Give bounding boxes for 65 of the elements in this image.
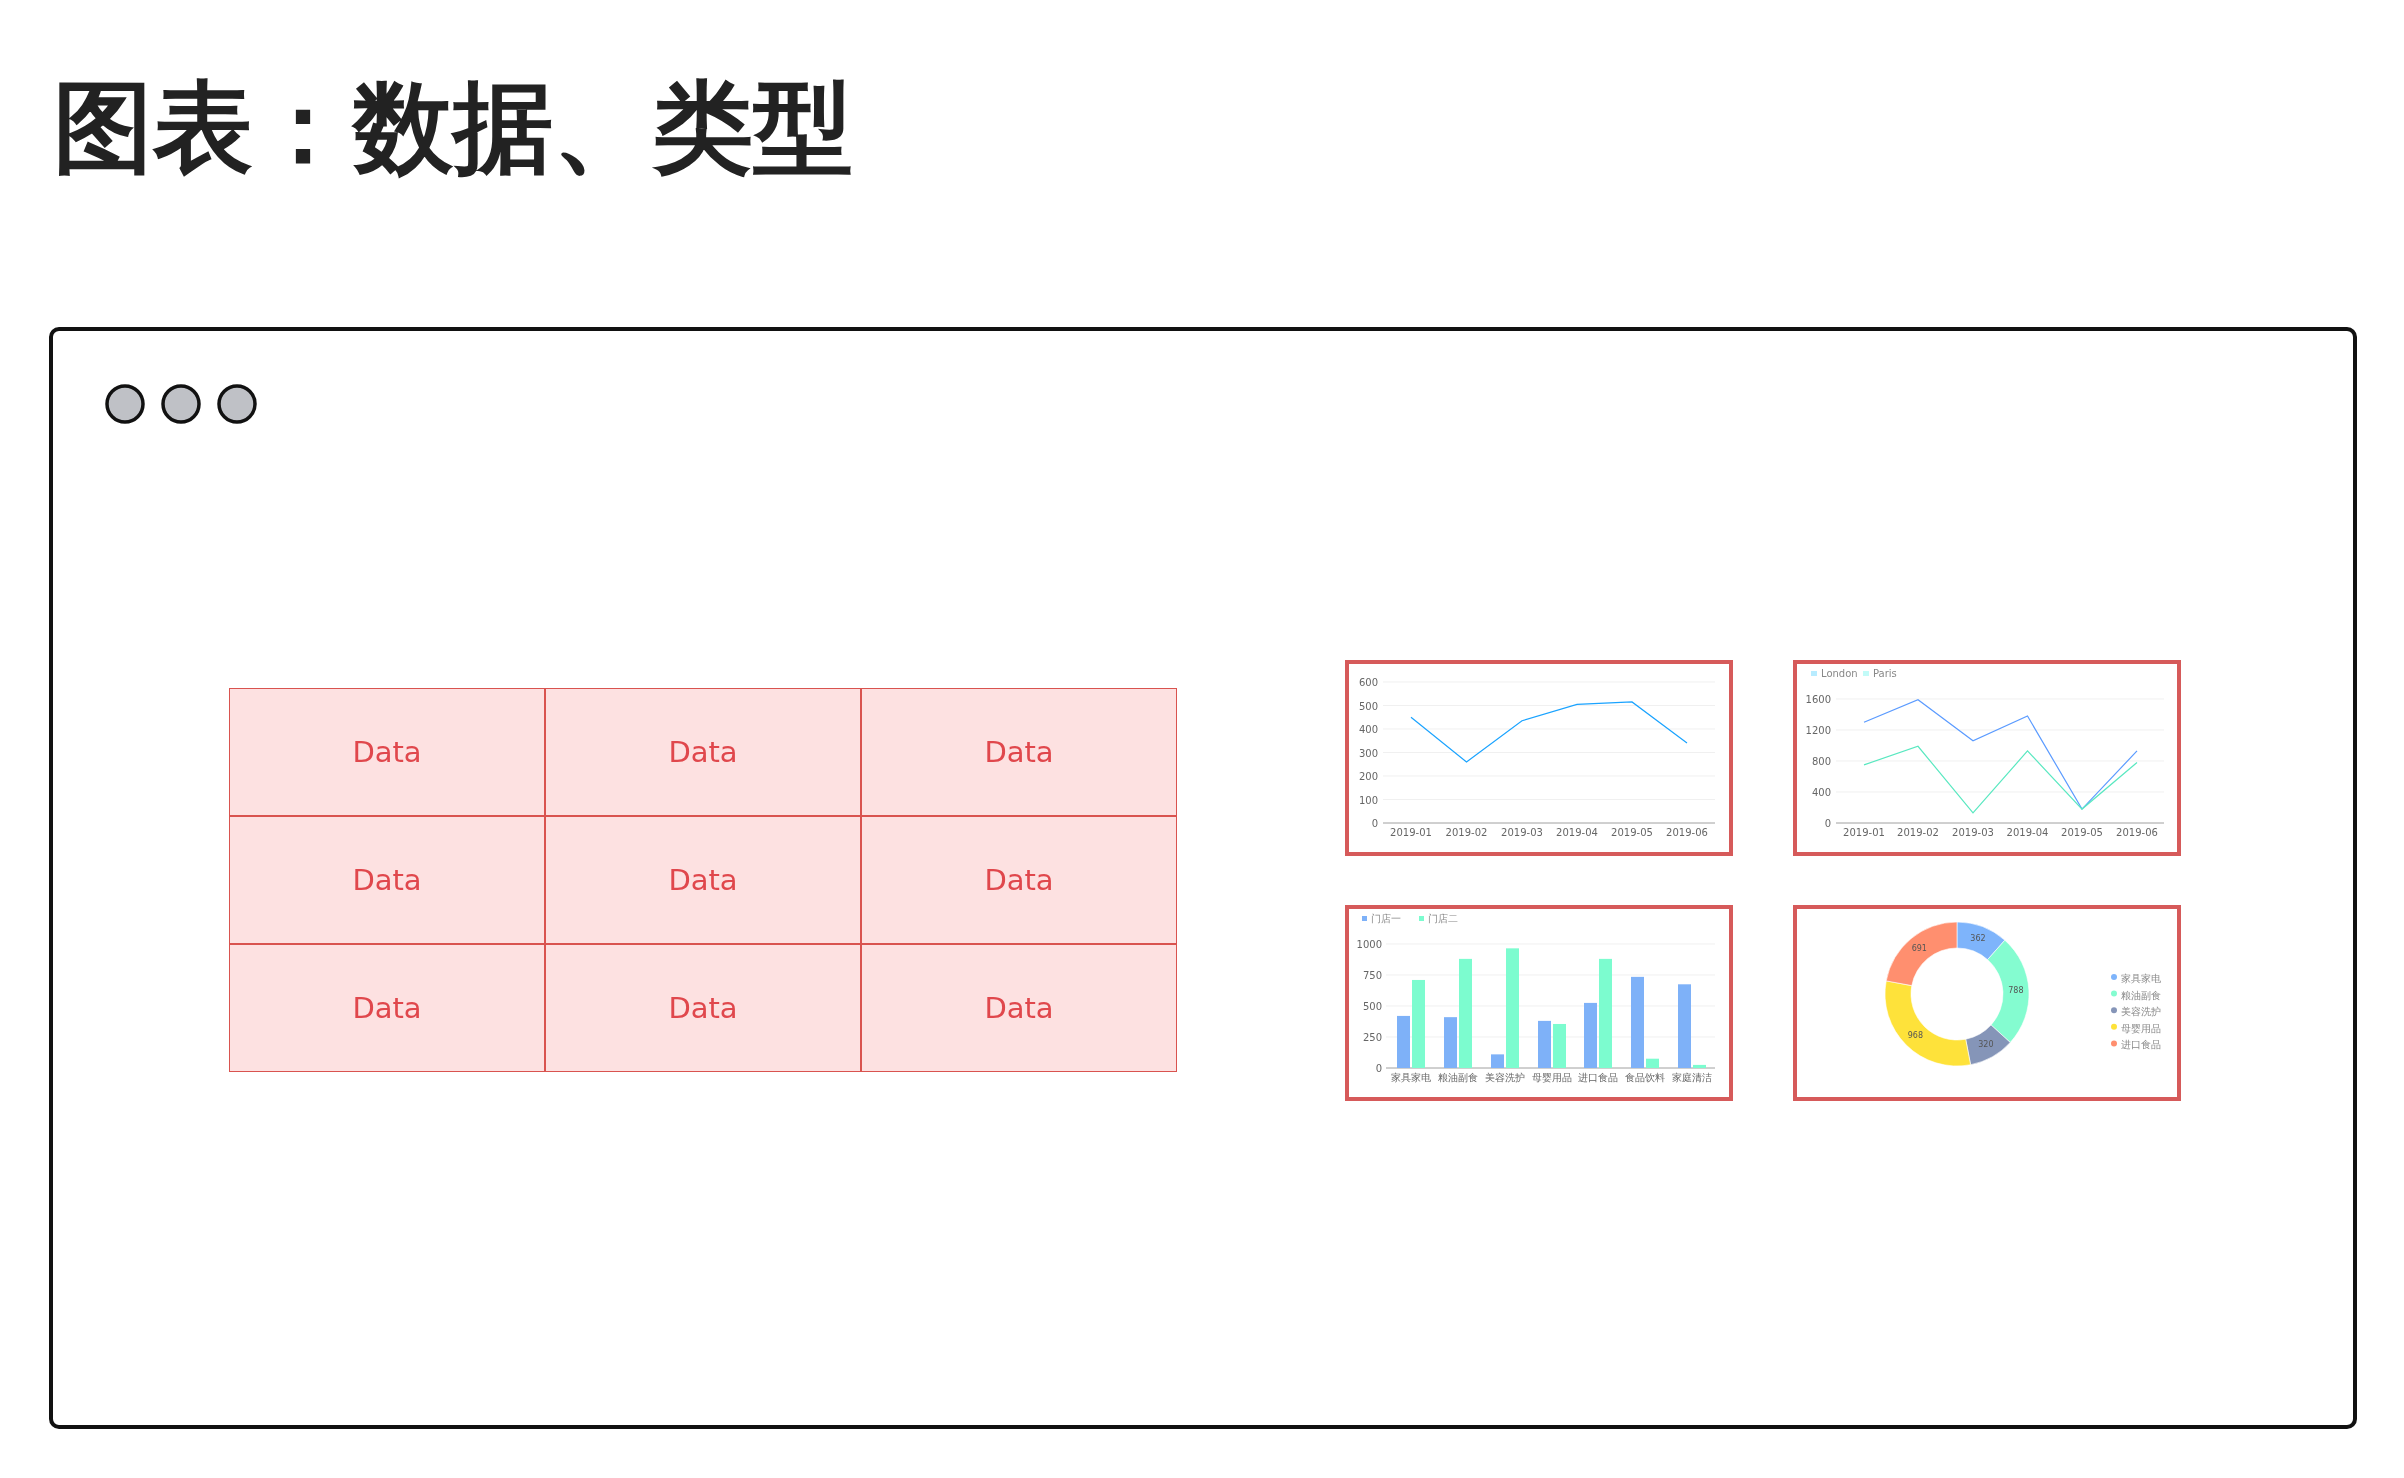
axis-category-label: 粮油副食 bbox=[1438, 1073, 1478, 1083]
axis-category-label: 母婴用品 bbox=[1532, 1073, 1572, 1083]
axis-category-label: 2019-02 bbox=[1897, 828, 1939, 838]
table-cell: Data bbox=[861, 816, 1177, 944]
axis-category-label: 家庭清洁 bbox=[1672, 1073, 1712, 1083]
axis-category-label: 美容洗护 bbox=[1485, 1073, 1525, 1083]
category-name: 母婴用品 bbox=[2121, 1023, 2161, 1034]
page-title: 图表：数据、类型 bbox=[53, 68, 853, 188]
data-label: 968 bbox=[1907, 1031, 1924, 1040]
line-chart-panel bbox=[1793, 660, 2181, 856]
table-cell: Data bbox=[545, 688, 861, 816]
axis-category-label: 2019-06 bbox=[1666, 828, 1708, 838]
axis-category-label: 2019-05 bbox=[2061, 828, 2103, 838]
browser-window bbox=[49, 327, 2357, 1429]
category-name: 进口食品 bbox=[2121, 1040, 2161, 1051]
axis-tick-label: 0 bbox=[1375, 1064, 1382, 1074]
line-chart-panel bbox=[1345, 660, 1733, 856]
data-label: 320 bbox=[1978, 1041, 1994, 1050]
axis-category-label: 2019-06 bbox=[2116, 828, 2158, 838]
axis-tick-label: 0 bbox=[1371, 819, 1378, 829]
axis-category-label: 2019-03 bbox=[1952, 828, 1994, 838]
axis-tick-label: 1600 bbox=[1805, 695, 1831, 705]
series-name: 门店二 bbox=[1428, 914, 1458, 924]
table-cell: Data bbox=[229, 688, 545, 816]
axis-tick-label: 750 bbox=[1362, 971, 1382, 981]
axis-category-label: 进口食品 bbox=[1578, 1073, 1618, 1083]
table-cell: Data bbox=[229, 816, 545, 944]
axis-tick-label: 1200 bbox=[1805, 726, 1831, 736]
category-name: 美容洗护 bbox=[2121, 1007, 2161, 1018]
axis-category-label: 2019-03 bbox=[1501, 828, 1543, 838]
axis-tick-label: 250 bbox=[1362, 1033, 1382, 1043]
table-cell: Data bbox=[229, 944, 545, 1072]
axis-tick-label: 500 bbox=[1358, 701, 1378, 712]
axis-tick-label: 600 bbox=[1358, 678, 1378, 688]
series-name: London bbox=[1821, 669, 1858, 679]
table-cell: Data bbox=[861, 688, 1177, 816]
axis-category-label: 2019-01 bbox=[1390, 828, 1432, 838]
table-cell: Data bbox=[545, 816, 861, 944]
donut-chart-panel bbox=[1793, 905, 2181, 1101]
data-label: 362 bbox=[1970, 934, 1986, 943]
table-cell: Data bbox=[861, 944, 1177, 1072]
category-name: 粮油副食 bbox=[2121, 990, 2161, 1001]
axis-tick-label: 100 bbox=[1358, 795, 1378, 806]
axis-tick-label: 400 bbox=[1358, 725, 1378, 735]
axis-tick-label: 1000 bbox=[1356, 940, 1382, 950]
axis-tick-label: 300 bbox=[1358, 748, 1378, 759]
data-label: 788 bbox=[2008, 986, 2024, 995]
series-name: 门店一 bbox=[1371, 914, 1401, 924]
axis-category-label: 家具家电 bbox=[1391, 1073, 1431, 1083]
axis-tick-label: 400 bbox=[1811, 788, 1831, 798]
data-label: 691 bbox=[1911, 944, 1927, 953]
bar-chart-panel bbox=[1345, 905, 1733, 1101]
axis-category-label: 食品饮料 bbox=[1625, 1073, 1665, 1083]
table-cell: Data bbox=[545, 944, 861, 1072]
axis-category-label: 2019-02 bbox=[1445, 828, 1488, 838]
series-name: Paris bbox=[1873, 669, 1897, 679]
axis-tick-label: 500 bbox=[1362, 1002, 1382, 1012]
axis-category-label: 2019-05 bbox=[1611, 828, 1653, 838]
axis-category-label: 2019-04 bbox=[1556, 828, 1598, 838]
axis-category-label: 2019-01 bbox=[1843, 828, 1885, 838]
axis-category-label: 2019-04 bbox=[2006, 828, 2049, 838]
axis-tick-label: 800 bbox=[1811, 757, 1831, 767]
axis-tick-label: 0 bbox=[1824, 819, 1831, 829]
category-name: 家具家电 bbox=[2121, 974, 2161, 984]
axis-tick-label: 200 bbox=[1358, 772, 1378, 782]
